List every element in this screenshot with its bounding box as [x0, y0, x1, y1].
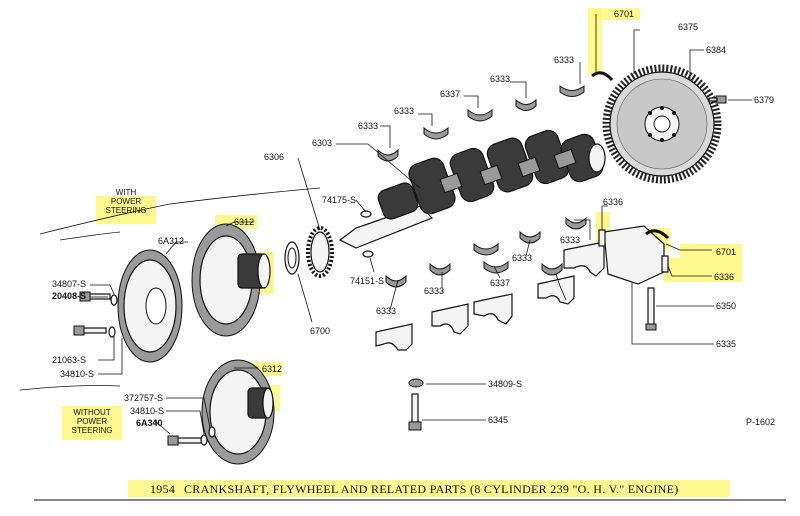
- label-74175: 74175-S: [322, 195, 356, 205]
- label-6312-top: 6312: [234, 217, 254, 227]
- crankshaft: [338, 129, 606, 249]
- note-without-line-1: WITHOUT: [73, 408, 110, 417]
- divider-curve-lower: [19, 385, 121, 391]
- note-with-line-1: WITH: [116, 188, 137, 197]
- pulley-6A312: [117, 249, 183, 363]
- lower-bearings: [385, 216, 587, 288]
- bolt-6350: [645, 287, 657, 331]
- label-6A312: 6A312: [158, 236, 184, 246]
- label-6700: 6700: [310, 326, 330, 336]
- note-with-power-steering: WITH POWER STEERING: [106, 188, 147, 215]
- label-6A340: 6A340: [136, 418, 163, 428]
- spacer-6700: [284, 241, 300, 275]
- label-34807: 34807-S: [52, 279, 86, 289]
- label-6333-h: 6333: [376, 306, 396, 316]
- caption: 1954 CRANKSHAFT, FLYWHEEL AND RELATED PA…: [34, 482, 786, 501]
- label-20408: 20408-S: [52, 291, 86, 301]
- label-6350: 6350: [716, 301, 736, 311]
- label-21063: 21063-S: [52, 355, 86, 365]
- note-without-power-steering: WITHOUT POWER STEERING: [72, 408, 113, 435]
- label-6379: 6379: [754, 95, 774, 105]
- label-6333-e: 6333: [560, 235, 580, 245]
- label-34810-b: 34810-S: [130, 406, 164, 416]
- label-6333-c: 6333: [394, 106, 414, 116]
- label-34810-a: 34810-S: [60, 369, 94, 379]
- label-6312-bottom: 6312: [262, 364, 282, 374]
- bearing-caps: [375, 225, 670, 351]
- note-without-line-2: POWER: [77, 417, 107, 426]
- part-labels: 6701 6375 6384 6379 6333 6333 6337 6333 …: [52, 9, 775, 428]
- label-74151: 74151-S: [350, 276, 384, 286]
- note-with-line-2: POWER: [111, 197, 141, 206]
- leader-lines: [90, 14, 752, 435]
- caption-title: CRANKSHAFT, FLYWHEEL AND RELATED PARTS (…: [184, 482, 679, 496]
- label-6337-b: 6337: [490, 278, 510, 288]
- keys: [360, 210, 374, 258]
- label-6336-top: 6336: [603, 197, 623, 207]
- label-6337-a: 6337: [440, 89, 460, 99]
- upper-bearings: [377, 71, 614, 162]
- caption-year: 1954: [150, 482, 175, 496]
- label-372757: 372757-S: [124, 393, 163, 403]
- label-34809: 34809-S: [488, 379, 522, 389]
- crank-gear-6306: [306, 226, 334, 278]
- label-6333-d: 6333: [358, 121, 378, 131]
- label-6333-b: 6333: [490, 74, 510, 84]
- label-6701-top: 6701: [614, 9, 634, 19]
- label-6701-right: 6701: [716, 247, 736, 257]
- label-p1602: P-1602: [746, 417, 775, 427]
- label-6384: 6384: [706, 45, 726, 55]
- bolt-6379: [708, 95, 727, 104]
- label-6306: 6306: [264, 152, 284, 162]
- label-6333-a: 6333: [554, 55, 574, 65]
- bolt-6345: [408, 378, 424, 431]
- note-without-line-3: STEERING: [72, 426, 113, 435]
- label-6375: 6375: [678, 22, 698, 32]
- label-6335: 6335: [716, 339, 736, 349]
- divider-curve-upper: [39, 187, 321, 235]
- label-6345: 6345: [488, 415, 508, 425]
- bolts-left-upper: [73, 291, 118, 338]
- label-6333-f: 6333: [512, 253, 532, 263]
- flywheel: [602, 64, 722, 184]
- note-with-line-3: STEERING: [106, 206, 147, 215]
- damper-upper: [191, 223, 271, 337]
- label-6336-right: 6336: [714, 272, 734, 282]
- dowels: [598, 229, 669, 273]
- label-6303: 6303: [312, 138, 332, 148]
- divider-curve-small: [59, 231, 121, 241]
- bolts-left-lower: [167, 426, 216, 446]
- label-6333-g: 6333: [424, 286, 444, 296]
- damper-lower: [201, 359, 275, 465]
